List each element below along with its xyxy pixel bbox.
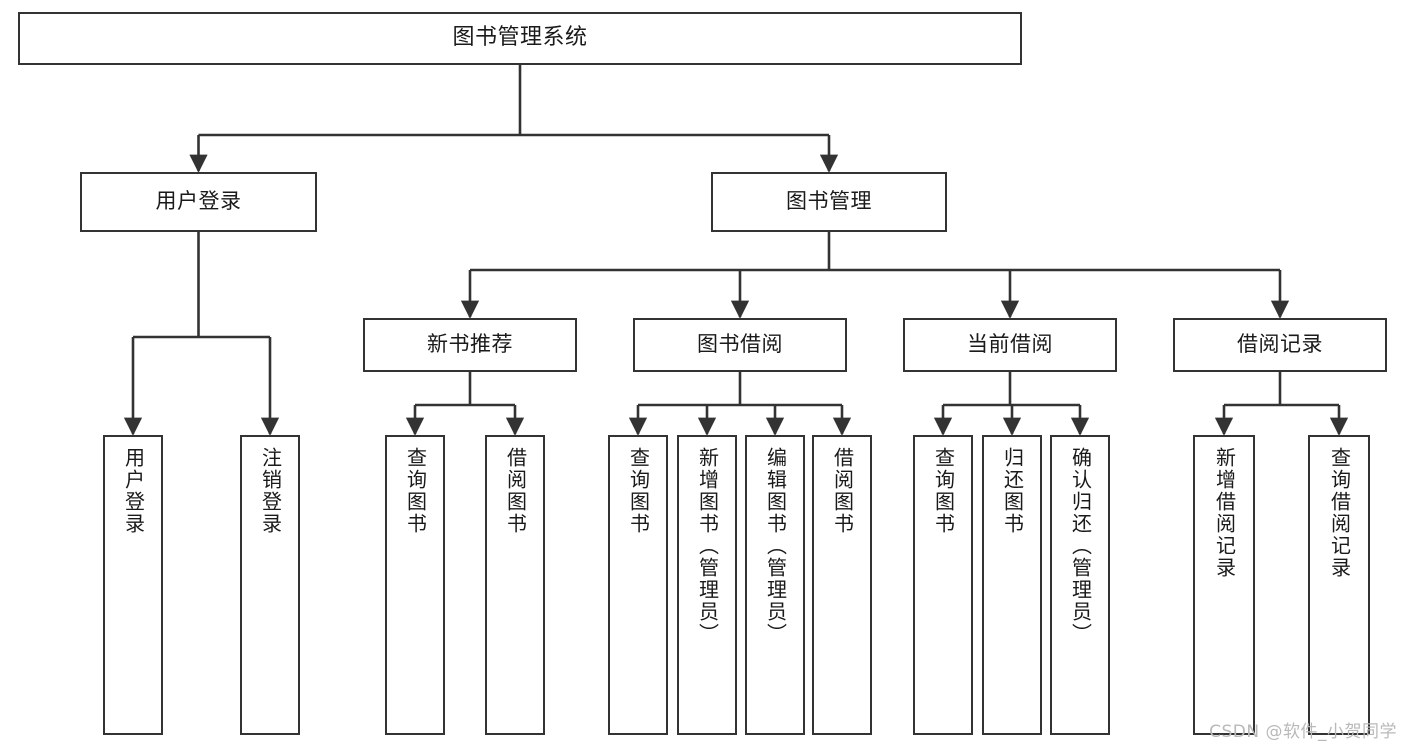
node-root[interactable]: 图书管理系统 — [18, 12, 1022, 65]
node-l3-d2[interactable]: 归还图书 — [982, 435, 1042, 735]
node-l1-book[interactable]: 图书管理 — [711, 172, 947, 232]
node-l2-record[interactable]: 借阅记录 — [1173, 318, 1387, 372]
node-label: 图书管理 — [786, 189, 872, 214]
node-l2-current[interactable]: 当前借阅 — [903, 318, 1117, 372]
node-label: 查询图书 — [931, 447, 956, 535]
node-l3-a2[interactable]: 注销登录 — [240, 435, 300, 735]
node-l3-b2[interactable]: 借阅图书 — [485, 435, 545, 735]
node-label: 新增图书（管理员） — [695, 447, 720, 645]
node-label: 图书管理系统 — [452, 25, 588, 51]
watermark-text: CSDN @软件_小贺同学 — [1209, 722, 1397, 742]
node-l3-d3[interactable]: 确认归还（管理员） — [1050, 435, 1110, 735]
node-l2-newbook[interactable]: 新书推荐 — [363, 318, 577, 372]
node-label: 查询借阅记录 — [1327, 447, 1352, 579]
node-l3-a1[interactable]: 用户登录 — [103, 435, 163, 735]
node-label: 用户登录 — [121, 447, 146, 535]
node-label: 归还图书 — [1000, 447, 1025, 535]
node-label: 当前借阅 — [967, 332, 1053, 357]
node-l3-d1[interactable]: 查询图书 — [913, 435, 973, 735]
node-l3-e1[interactable]: 新增借阅记录 — [1193, 435, 1255, 735]
node-l3-c1[interactable]: 查询图书 — [608, 435, 668, 735]
node-label: 查询图书 — [626, 447, 651, 535]
node-l3-c2[interactable]: 新增图书（管理员） — [677, 435, 737, 735]
node-label: 借阅记录 — [1237, 332, 1323, 357]
node-label: 借阅图书 — [503, 447, 528, 535]
node-label: 新增借阅记录 — [1212, 447, 1237, 579]
node-label: 确认归还（管理员） — [1068, 447, 1093, 645]
node-l3-c3[interactable]: 编辑图书（管理员） — [745, 435, 805, 735]
node-label: 借阅图书 — [830, 447, 855, 535]
node-label: 用户登录 — [155, 189, 242, 214]
node-l3-c4[interactable]: 借阅图书 — [812, 435, 872, 735]
node-label: 图书借阅 — [697, 332, 783, 357]
node-l2-borrow[interactable]: 图书借阅 — [633, 318, 847, 372]
node-l3-e2[interactable]: 查询借阅记录 — [1308, 435, 1370, 735]
node-label: 编辑图书（管理员） — [763, 447, 788, 645]
node-label: 查询图书 — [403, 447, 428, 535]
node-label: 注销登录 — [258, 447, 283, 535]
node-l1-login[interactable]: 用户登录 — [80, 172, 317, 232]
node-label: 新书推荐 — [427, 332, 513, 357]
node-l3-b1[interactable]: 查询图书 — [385, 435, 445, 735]
